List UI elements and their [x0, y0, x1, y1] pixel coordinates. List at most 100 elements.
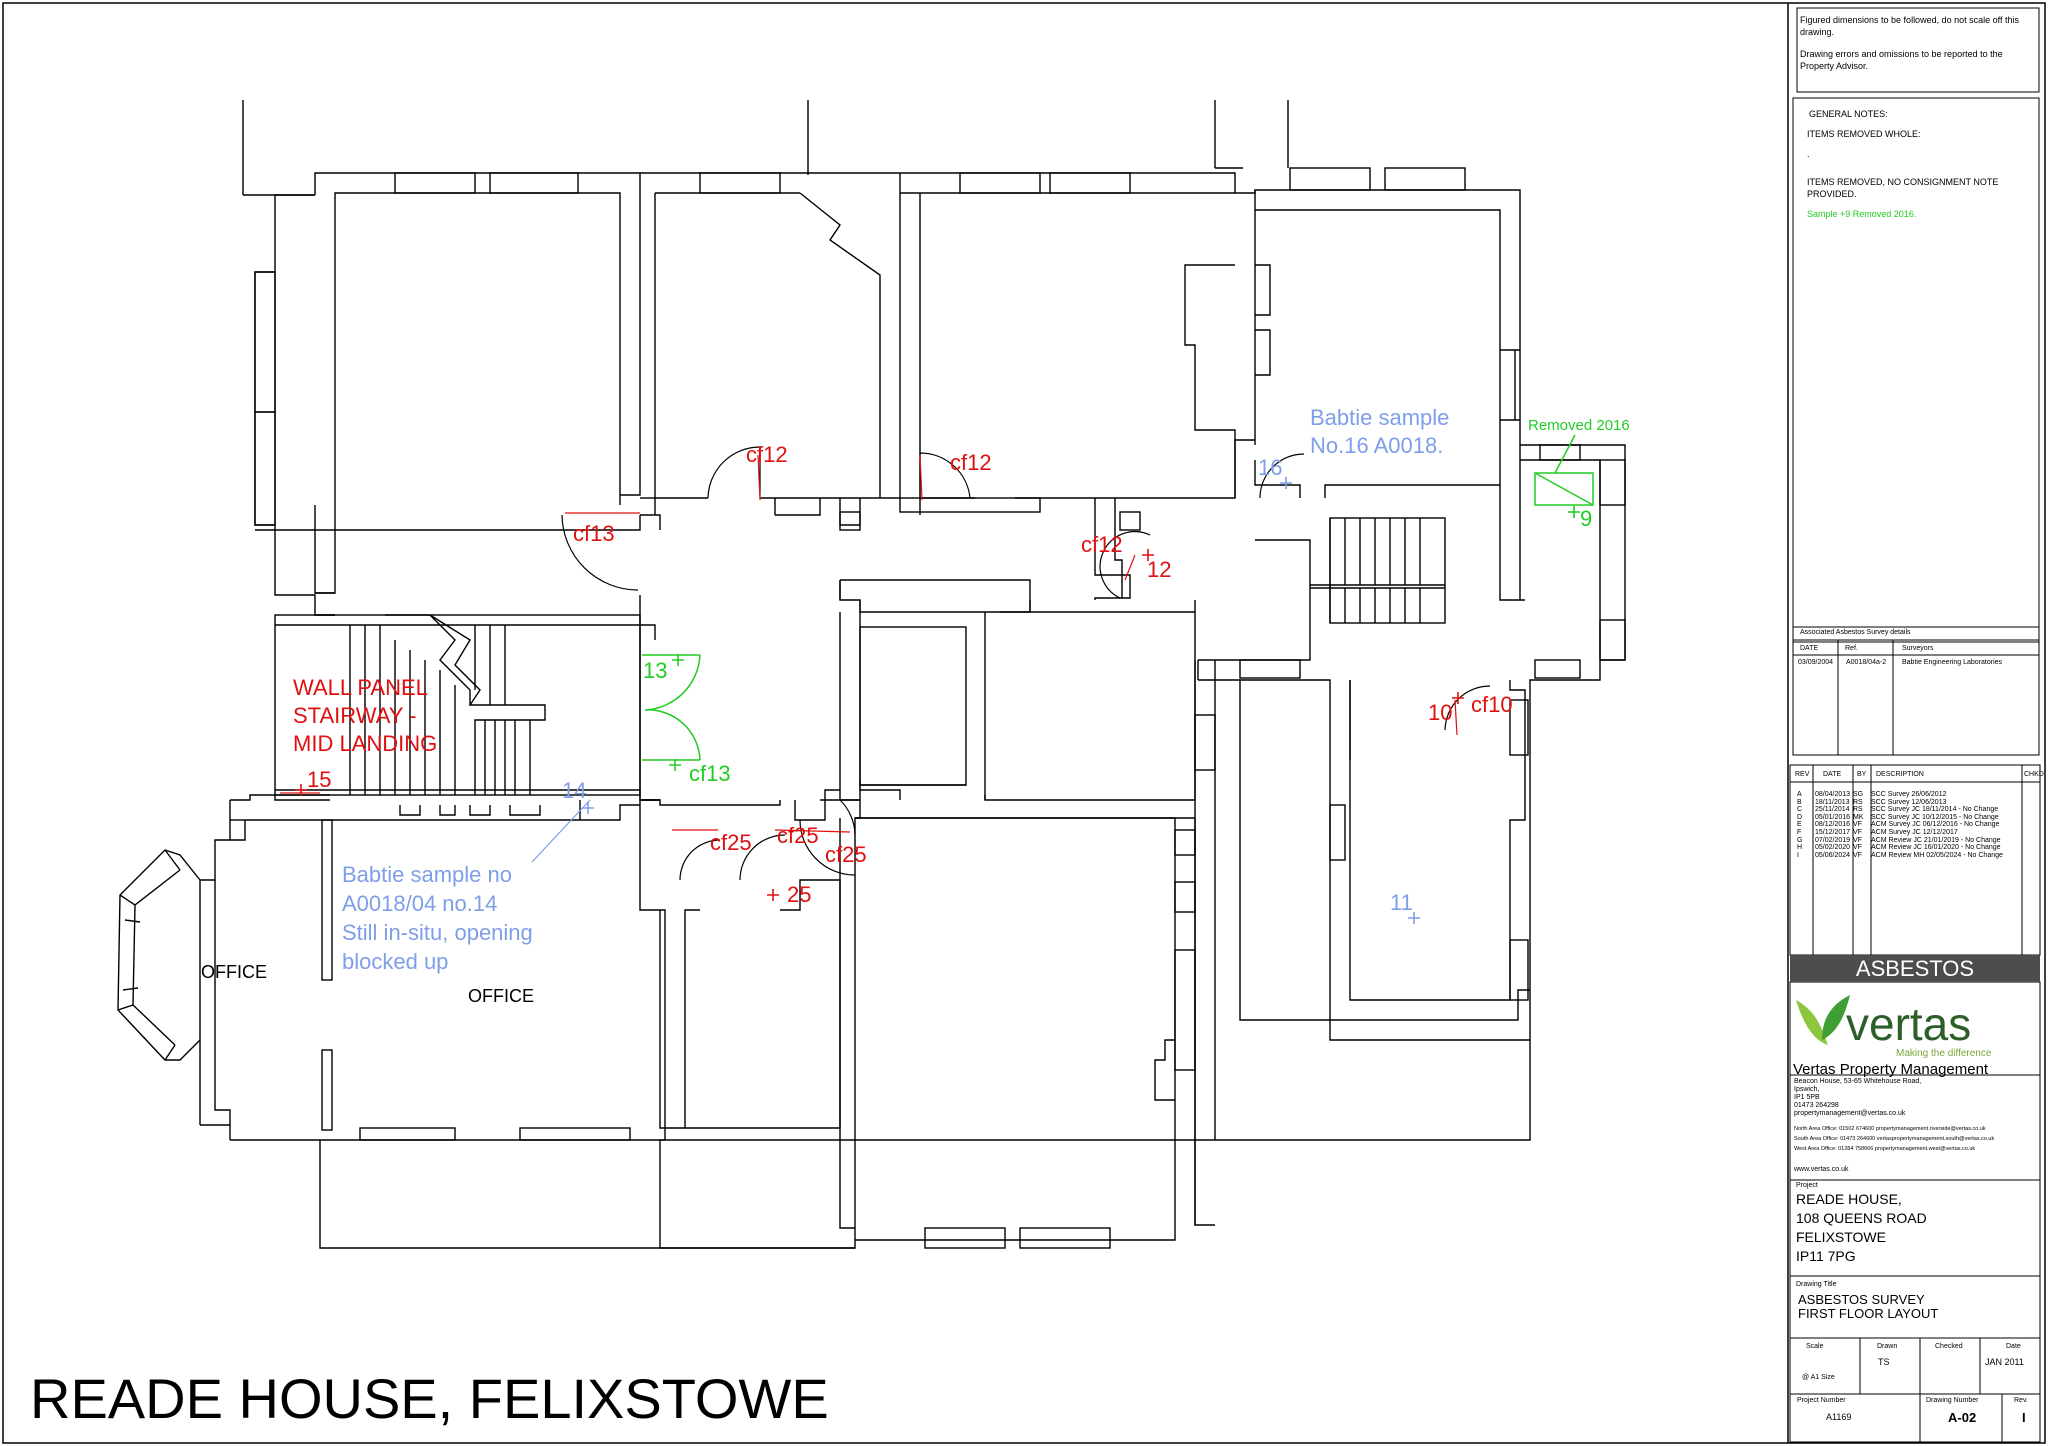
floor-plan — [117, 100, 1626, 1249]
door-swings — [561, 446, 1491, 881]
project-address: READE HOUSE, 108 QUEENS ROAD FELIXSTOWE … — [1796, 1190, 1927, 1266]
wall-panel-line-1: WALL PANEL — [293, 675, 428, 700]
address-line: Beacon House, 53-65 Whitehouse Road, — [1794, 1078, 1922, 1085]
assoc-header-ref: Ref. — [1845, 645, 1858, 652]
marker-9: 9 — [1580, 506, 1592, 531]
date-value: JAN 2011 — [1985, 1357, 2024, 1367]
rev-header-date: DATE — [1823, 771, 1842, 778]
office-line: West Area Office: 01284 758666 propertym… — [1794, 1146, 1976, 1152]
drawing-note-1: Figured dimensions to be followed, do no… — [1800, 14, 2036, 72]
scale-label: Scale — [1806, 1343, 1824, 1350]
project-label: Project — [1796, 1182, 1818, 1189]
assoc-row-ref: A0018/04a-2 — [1846, 659, 1887, 666]
sample-removed-note: Sample +9 Removed 2016. — [1807, 209, 1917, 219]
babtie-16-line-1: Babtie sample — [1310, 405, 1449, 430]
address-line: 01473 264298 — [1794, 1102, 1839, 1109]
company-name: Vertas Property Management — [1793, 1061, 1989, 1078]
asbestos-banner — [1790, 955, 2040, 982]
babtie-16-line-2: No.16 A0018. — [1310, 433, 1443, 458]
red-leaders — [280, 454, 1458, 833]
babtie-14-line-3: Still in-situ, opening — [342, 920, 533, 945]
project-number-label: Project Number — [1797, 1397, 1846, 1404]
marker-cf13-a: cf13 — [573, 521, 615, 546]
wall-panel-line-3: MID LANDING — [293, 731, 437, 756]
marker-16: 16 — [1258, 455, 1282, 480]
items-removed-no-note: ITEMS REMOVED, NO CONSIGNMENT NOTE PROVI… — [1807, 177, 1999, 199]
marker-cf13-b: cf13 — [689, 761, 731, 786]
marker-10: 10 — [1428, 700, 1452, 725]
drawing-number: A-02 — [1948, 1410, 1977, 1425]
blue-leader — [531, 799, 591, 863]
general-notes: GENERAL NOTES: ITEMS REMOVED WHOLE: . IT… — [1807, 108, 2032, 220]
assoc-header-surveyors: Surveyors — [1902, 645, 1934, 652]
office-line: North Area Office: 01502 674600 property… — [1794, 1126, 1986, 1132]
logo-text: vertas — [1846, 998, 1971, 1050]
marker-cf12-c: cf12 — [1081, 532, 1123, 557]
project-line: IP11 7PG — [1796, 1248, 1856, 1264]
title-block-frames — [1789, 7, 2041, 1443]
leaf-icon-2 — [1822, 995, 1850, 1040]
removed-2016-label: Removed 2016 — [1528, 417, 1630, 434]
marker-11: 11 — [1390, 890, 1413, 915]
area-offices: North Area Office: 01502 674600 property… — [1794, 1124, 1994, 1154]
removed-2016-box — [1534, 434, 1594, 506]
note-errors: Drawing errors and omissions to be repor… — [1800, 49, 2003, 71]
stair-treads-right — [1310, 518, 1445, 623]
stair-treads-left — [275, 625, 640, 795]
marker-15: 15 — [307, 767, 331, 792]
marker-cf25-c: cf25 — [825, 842, 867, 867]
scale-value: @ A1 Size — [1802, 1374, 1835, 1381]
marker-13: 13 — [643, 658, 667, 683]
marker-25: 25 — [787, 882, 811, 907]
website[interactable]: www.vertas.co.uk — [1794, 1166, 1849, 1173]
associated-survey-title: Associated Asbestos Survey details — [1800, 629, 1911, 636]
project-line: 108 QUEENS ROAD — [1796, 1210, 1927, 1226]
rev-header-description: DESCRIPTION — [1876, 771, 1924, 778]
rev-header-rev: REV — [1795, 771, 1810, 778]
office-left-label: OFFICE — [201, 962, 267, 982]
drawn-label: Drawn — [1877, 1343, 1898, 1350]
marker-cf10: cf10 — [1471, 692, 1513, 717]
address-line: IP1 5PB — [1794, 1094, 1820, 1101]
assoc-header-date: DATE — [1800, 645, 1819, 652]
babtie-14-line-2: A0018/04 no.14 — [342, 891, 497, 916]
rev-value: I — [2022, 1410, 2026, 1425]
company-address: Beacon House, 53-65 Whitehouse Road, Ips… — [1794, 1078, 1921, 1118]
babtie-14-line-1: Babtie sample no — [342, 862, 512, 887]
sample-crosses — [295, 477, 1580, 924]
leaf-icon — [1796, 1000, 1828, 1045]
assoc-row-date: 03/09/2004 — [1798, 659, 1834, 666]
wall-panel-line-2: STAIRWAY - — [293, 703, 416, 728]
drawing-number-label: Drawing Number — [1926, 1397, 1979, 1404]
address-line: Ipswich, — [1794, 1086, 1820, 1093]
green-door-swings — [642, 654, 701, 761]
drawing-title-line: FIRST FLOOR LAYOUT — [1798, 1306, 1939, 1321]
project-number: A1169 — [1826, 1412, 1852, 1422]
rev-label: Rev. — [2014, 1397, 2028, 1404]
marker-14: 14 — [562, 778, 586, 803]
main-title: READE HOUSE, FELIXSTOWE — [30, 1367, 829, 1430]
vertas-logo: vertas Making the difference — [1796, 995, 1992, 1059]
project-line: READE HOUSE, — [1796, 1191, 1902, 1207]
drawing-title-line: ASBESTOS SURVEY — [1798, 1292, 1925, 1307]
logo-tagline: Making the difference — [1896, 1048, 1992, 1059]
babtie-14-line-4: blocked up — [342, 949, 448, 974]
date-label: Date — [2006, 1343, 2021, 1350]
general-notes-heading: GENERAL NOTES: — [1809, 109, 1888, 119]
checked-label: Checked — [1935, 1343, 1963, 1350]
rev-header-chkd: CHKD — [2024, 771, 2044, 778]
items-removed-whole: ITEMS REMOVED WHOLE: — [1807, 129, 1921, 139]
marker-cf25-a: cf25 — [710, 830, 752, 855]
